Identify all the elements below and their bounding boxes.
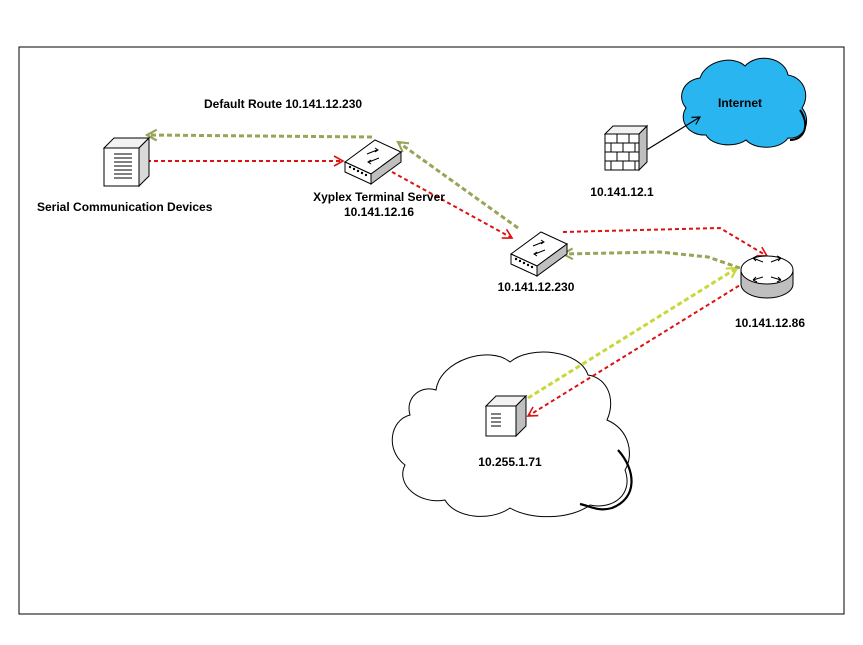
path-router-to-remote — [526, 281, 746, 417]
firewall-ip-label: 10.141.12.1 — [590, 185, 654, 199]
serial-devices-label: Serial Communication Devices — [37, 200, 213, 214]
brick-firewall-icon — [603, 124, 649, 172]
return-xyplex-to-serial — [147, 135, 373, 137]
return-router-to-switch — [563, 252, 741, 270]
network-switch-icon — [344, 139, 402, 185]
xyplex-ip-label: 10.141.12.16 — [343, 205, 415, 219]
router-ip-label: 10.141.12.86 — [734, 316, 806, 330]
return-remote-to-router — [527, 266, 737, 400]
internet-label: Internet — [717, 96, 763, 110]
router-icon — [740, 255, 794, 299]
switch-ip-label: 10.141.12.230 — [497, 280, 575, 294]
path-xyplex-to-switch — [391, 171, 514, 239]
server-tower-icon — [102, 136, 151, 188]
remote-server-ip-label: 10.255.1.71 — [478, 455, 542, 469]
network-switch-icon — [510, 231, 568, 277]
diagram-frame — [18, 46, 845, 615]
default-route-label: Default Route 10.141.12.230 — [204, 97, 363, 111]
internet-cloud-icon — [681, 57, 807, 148]
firewall-internet-link — [639, 116, 702, 155]
request-paths — [147, 155, 769, 417]
xyplex-name-label: Xyplex Terminal Server — [313, 190, 445, 204]
return-paths — [147, 135, 741, 400]
path-switch-to-router — [562, 226, 769, 257]
return-switch-to-xyplex — [398, 142, 519, 230]
server-box-icon — [484, 394, 528, 438]
